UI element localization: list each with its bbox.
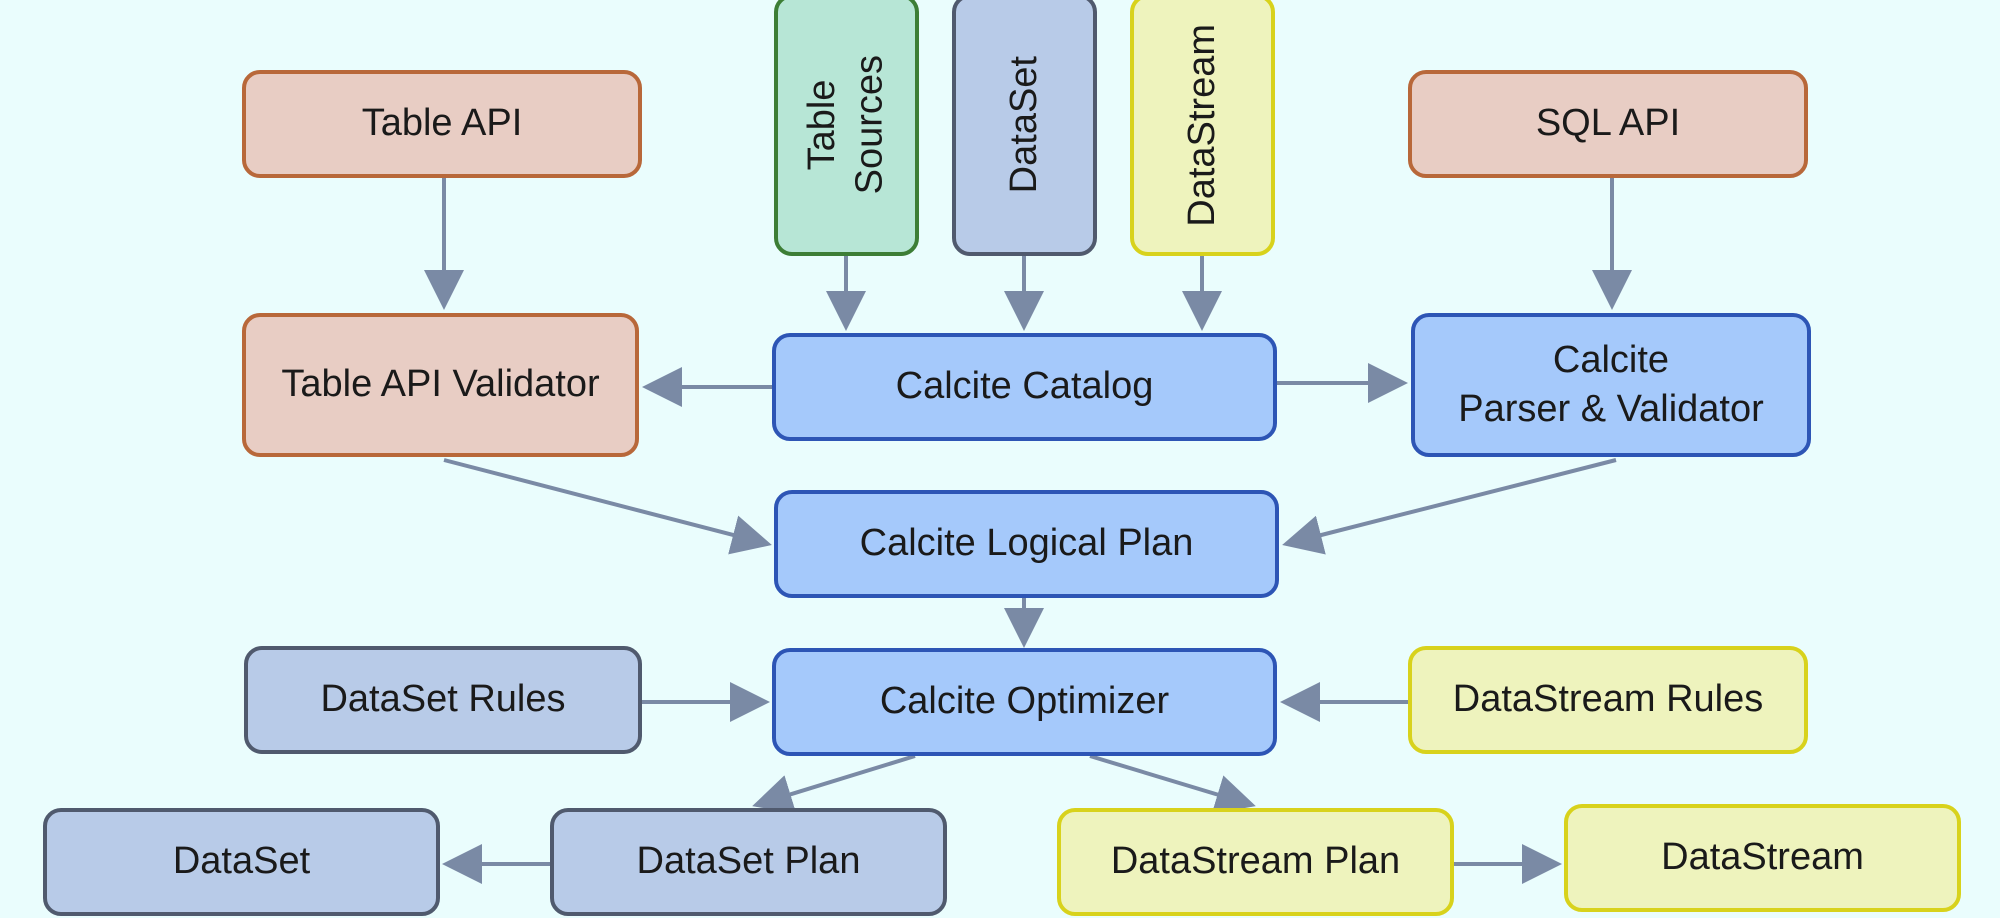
node-datastream-plan: DataStream Plan — [1057, 808, 1454, 916]
edge-optimizer-to-dataset-plan — [752, 754, 916, 814]
node-calcite-parser-validator: Calcite Parser & Validator — [1411, 313, 1811, 457]
node-table-api-validator: Table API Validator — [242, 313, 639, 457]
node-calcite-logical-plan: Calcite Logical Plan — [774, 490, 1279, 598]
node-dataset-source: DataSet — [952, 0, 1097, 256]
node-table-api: Table API — [242, 70, 642, 178]
edge-parser-to-logical-plan — [1282, 458, 1617, 555]
node-dataset-plan: DataSet Plan — [550, 808, 947, 916]
node-calcite-catalog: Calcite Catalog — [772, 333, 1277, 441]
node-datastream-source: DataStream — [1130, 0, 1275, 256]
node-datastream-source-label: DataStream — [1180, 23, 1223, 227]
node-sql-api: SQL API — [1408, 70, 1808, 178]
edge-optimizer-to-datastream-plan — [1089, 754, 1256, 814]
node-dataset-rules: DataSet Rules — [244, 646, 642, 754]
node-datastream-sink: DataStream — [1564, 804, 1961, 912]
node-dataset-source-label: DataSet — [1002, 56, 1045, 194]
node-datastream-rules: DataStream Rules — [1408, 646, 1808, 754]
node-calcite-optimizer: Calcite Optimizer — [772, 648, 1277, 756]
node-table-sources: Table Sources — [774, 0, 919, 256]
node-table-sources-label: Table Sources — [801, 55, 891, 195]
node-dataset-sink: DataSet — [43, 808, 440, 916]
edge-table-validator-to-logical-plan — [443, 458, 772, 555]
